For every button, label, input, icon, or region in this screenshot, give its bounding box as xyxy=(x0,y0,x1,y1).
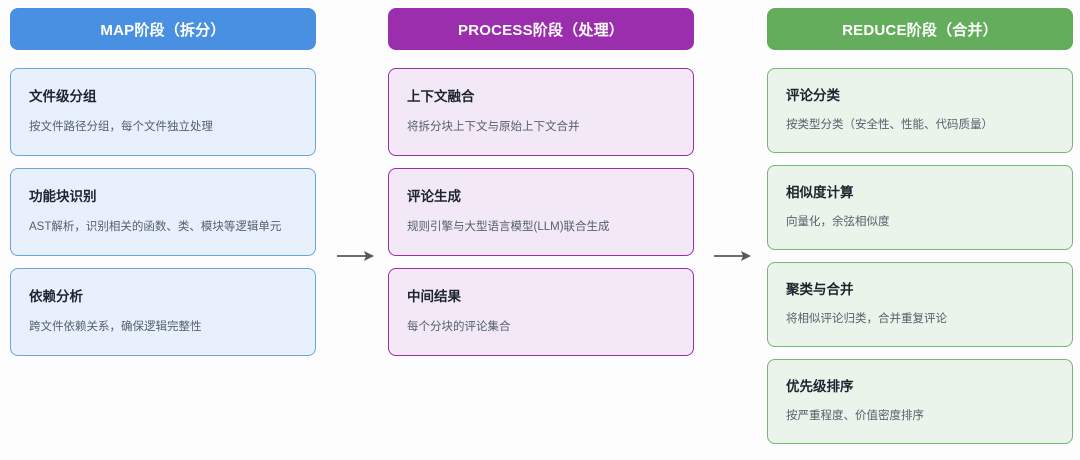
card-description: AST解析，识别相关的函数、类、模块等逻辑单元 xyxy=(29,220,282,233)
card-list-process: 上下文融合 将拆分块上下文与原始上下文合并 评论生成 规则引擎与大型语言模型(L… xyxy=(388,68,694,356)
stage-column-process: PROCESS阶段（处理） 上下文融合 将拆分块上下文与原始上下文合并 评论生成… xyxy=(388,0,694,356)
card-title: 相似度计算 xyxy=(786,184,854,200)
card-title: 评论生成 xyxy=(407,189,461,205)
card-title: 评论分类 xyxy=(786,87,840,103)
card-map-2: 依赖分析 跨文件依赖关系，确保逻辑完整性 xyxy=(10,268,316,356)
card-title: 优先级排序 xyxy=(786,378,854,394)
card-title: 中间结果 xyxy=(407,289,461,305)
card-list-map: 文件级分组 按文件路径分组，每个文件独立处理 功能块识别 AST解析，识别相关的… xyxy=(10,68,316,356)
stage-header-map: MAP阶段（拆分） xyxy=(10,8,316,50)
card-reduce-0: 评论分类 按类型分类（安全性、性能、代码质量） xyxy=(767,68,1073,153)
card-title: 文件级分组 xyxy=(29,89,97,105)
stage-column-map: MAP阶段（拆分） 文件级分组 按文件路径分组，每个文件独立处理 功能块识别 A… xyxy=(10,0,316,356)
card-title: 聚类与合并 xyxy=(786,281,854,297)
card-title: 依赖分析 xyxy=(29,289,83,305)
card-list-reduce: 评论分类 按类型分类（安全性、性能、代码质量） 相似度计算 向量化，余弦相似度 … xyxy=(767,68,1073,444)
card-process-0: 上下文融合 将拆分块上下文与原始上下文合并 xyxy=(388,68,694,156)
card-description: 规则引擎与大型语言模型(LLM)联合生成 xyxy=(407,220,610,233)
stage-header-reduce: REDUCE阶段（合并） xyxy=(767,8,1073,50)
stage-header-process: PROCESS阶段（处理） xyxy=(388,8,694,50)
card-reduce-1: 相似度计算 向量化，余弦相似度 xyxy=(767,165,1073,250)
stage-column-reduce: REDUCE阶段（合并） 评论分类 按类型分类（安全性、性能、代码质量） 相似度… xyxy=(767,0,1073,444)
card-description: 跨文件依赖关系，确保逻辑完整性 xyxy=(29,320,202,333)
card-map-1: 功能块识别 AST解析，识别相关的函数、类、模块等逻辑单元 xyxy=(10,168,316,256)
card-reduce-3: 优先级排序 按严重程度、价值密度排序 xyxy=(767,359,1073,444)
card-reduce-2: 聚类与合并 将相似评论归类，合并重复评论 xyxy=(767,262,1073,347)
card-description: 将相似评论归类，合并重复评论 xyxy=(786,313,947,326)
card-title: 上下文融合 xyxy=(407,89,475,105)
card-description: 按严重程度、价值密度排序 xyxy=(786,410,924,423)
arrow-process-to-reduce xyxy=(713,247,753,265)
card-map-0: 文件级分组 按文件路径分组，每个文件独立处理 xyxy=(10,68,316,156)
card-process-2: 中间结果 每个分块的评论集合 xyxy=(388,268,694,356)
arrow-map-to-process xyxy=(336,247,376,265)
right-arrow-icon xyxy=(337,251,374,261)
card-description: 按类型分类（安全性、性能、代码质量） xyxy=(786,119,993,132)
right-arrow-icon xyxy=(714,251,751,261)
card-description: 每个分块的评论集合 xyxy=(407,320,511,333)
card-description: 向量化，余弦相似度 xyxy=(786,216,890,229)
card-title: 功能块识别 xyxy=(29,189,97,205)
card-description: 按文件路径分组，每个文件独立处理 xyxy=(29,120,213,133)
card-process-1: 评论生成 规则引擎与大型语言模型(LLM)联合生成 xyxy=(388,168,694,256)
card-description: 将拆分块上下文与原始上下文合并 xyxy=(407,120,580,133)
